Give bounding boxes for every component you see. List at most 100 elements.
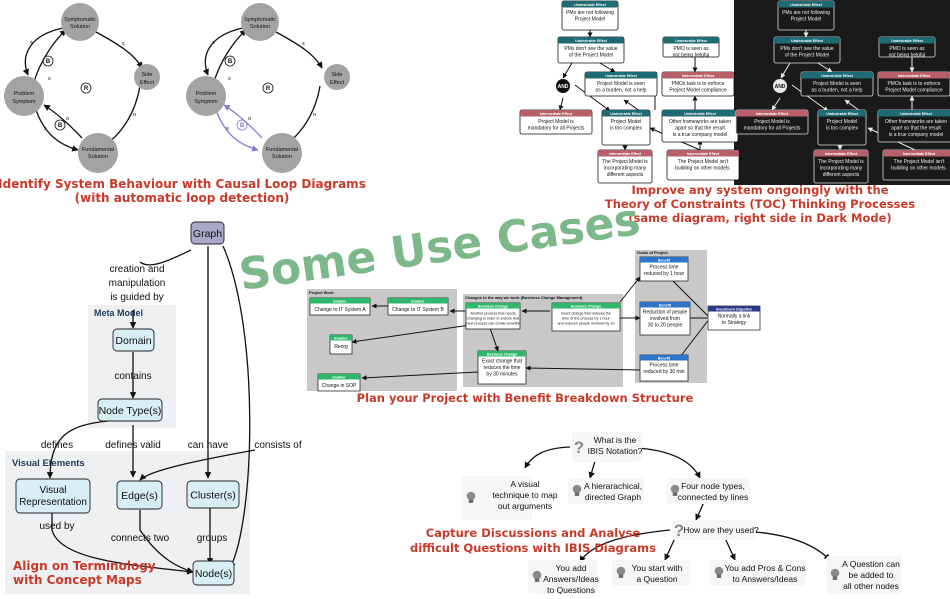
concept-node-node_type[interactable]: Node Type(s) — [97, 398, 163, 422]
node-text: apart so that the result — [891, 126, 941, 132]
region-label-meta: Meta Model — [94, 308, 143, 318]
caption-toc-line2: Theory of Constraints (TOC) Thinking Pro… — [605, 197, 915, 211]
cld-node-symptomatic[interactable] — [61, 3, 99, 41]
ibis-node-a2[interactable]: A hierarachical,directed Graph — [568, 478, 644, 504]
cld-node-fundamental[interactable] — [262, 133, 302, 173]
cld-node-label: Side — [331, 72, 342, 78]
concept-node-domain[interactable]: Domain — [112, 328, 155, 352]
ibis-node-frame — [672, 520, 756, 540]
cld-node-symptomatic[interactable] — [241, 3, 279, 41]
node-text: building on other models. — [675, 166, 731, 172]
concept-node-node[interactable]: Node(s) — [192, 560, 235, 586]
polarity-label: o — [313, 112, 316, 118]
node-text: a Question — [636, 574, 677, 584]
concept-node-frame — [186, 480, 240, 509]
concept-node-graph[interactable]: Graph — [190, 221, 225, 245]
node-text: apart so that the result — [675, 126, 725, 132]
concept-node-frame — [116, 480, 163, 510]
node-text: as a burden, not a help — [595, 88, 646, 94]
cld-node-label: Solution — [88, 154, 108, 160]
node-text: Visual — [39, 485, 66, 496]
concept-node-edge[interactable]: Edge(s) — [116, 480, 163, 510]
link-label: manipulation — [109, 278, 166, 289]
ibis-node-frame — [612, 560, 690, 586]
group-label: Project Work — [309, 290, 334, 295]
node-text: Investment Objective — [716, 307, 752, 311]
link-label: is guided by — [110, 292, 163, 303]
node-text: mandatory for all Projects — [528, 126, 585, 132]
idea-bulb-icon — [572, 484, 582, 496]
cld-node-side[interactable] — [134, 64, 160, 90]
node-text: to Strategy — [722, 320, 747, 326]
concept-panel: Meta Model Visual Elements GraphDomainNo… — [5, 221, 302, 594]
node-text: Project Model is seen — [597, 81, 645, 87]
toc-box-header — [558, 37, 624, 44]
ibis-node-a3[interactable]: Four node types,connected by lines — [666, 478, 750, 504]
cld-node-side[interactable] — [324, 64, 350, 90]
cld-node-label: Problem — [14, 91, 35, 97]
toc-box-header — [878, 110, 950, 117]
toc-box-header — [814, 150, 868, 157]
concept-node-cluster[interactable]: Cluster(s) — [186, 480, 240, 509]
ibis-node-q2[interactable]: ?How are they used? — [672, 520, 759, 540]
caption-ibis-line2: difficult Questions with IBIS Diagrams — [410, 541, 656, 555]
toc-box-header — [662, 72, 734, 79]
ibis-node-frame — [666, 478, 750, 504]
node-text: Undesirable Effect — [575, 39, 607, 43]
toc-box-header — [602, 110, 650, 117]
cld-node-problem[interactable] — [186, 76, 226, 116]
question-icon: ? — [574, 438, 584, 457]
cld-node-label: Solution — [70, 24, 90, 30]
node-text: Graph — [193, 228, 222, 240]
ibis-node-frame — [572, 432, 642, 462]
polarity-label: s — [30, 40, 33, 46]
cld-node-problem[interactable] — [4, 76, 44, 116]
toc-box-header — [774, 37, 840, 44]
cld-node-fundamental[interactable] — [78, 133, 118, 173]
node-text: Undesirable Effect — [610, 112, 642, 116]
group-label: Goals of Project — [637, 250, 668, 255]
concept-node-frame — [15, 478, 91, 514]
bbs-node-header — [640, 302, 690, 308]
node-text: Answers/Ideas — [543, 574, 599, 584]
